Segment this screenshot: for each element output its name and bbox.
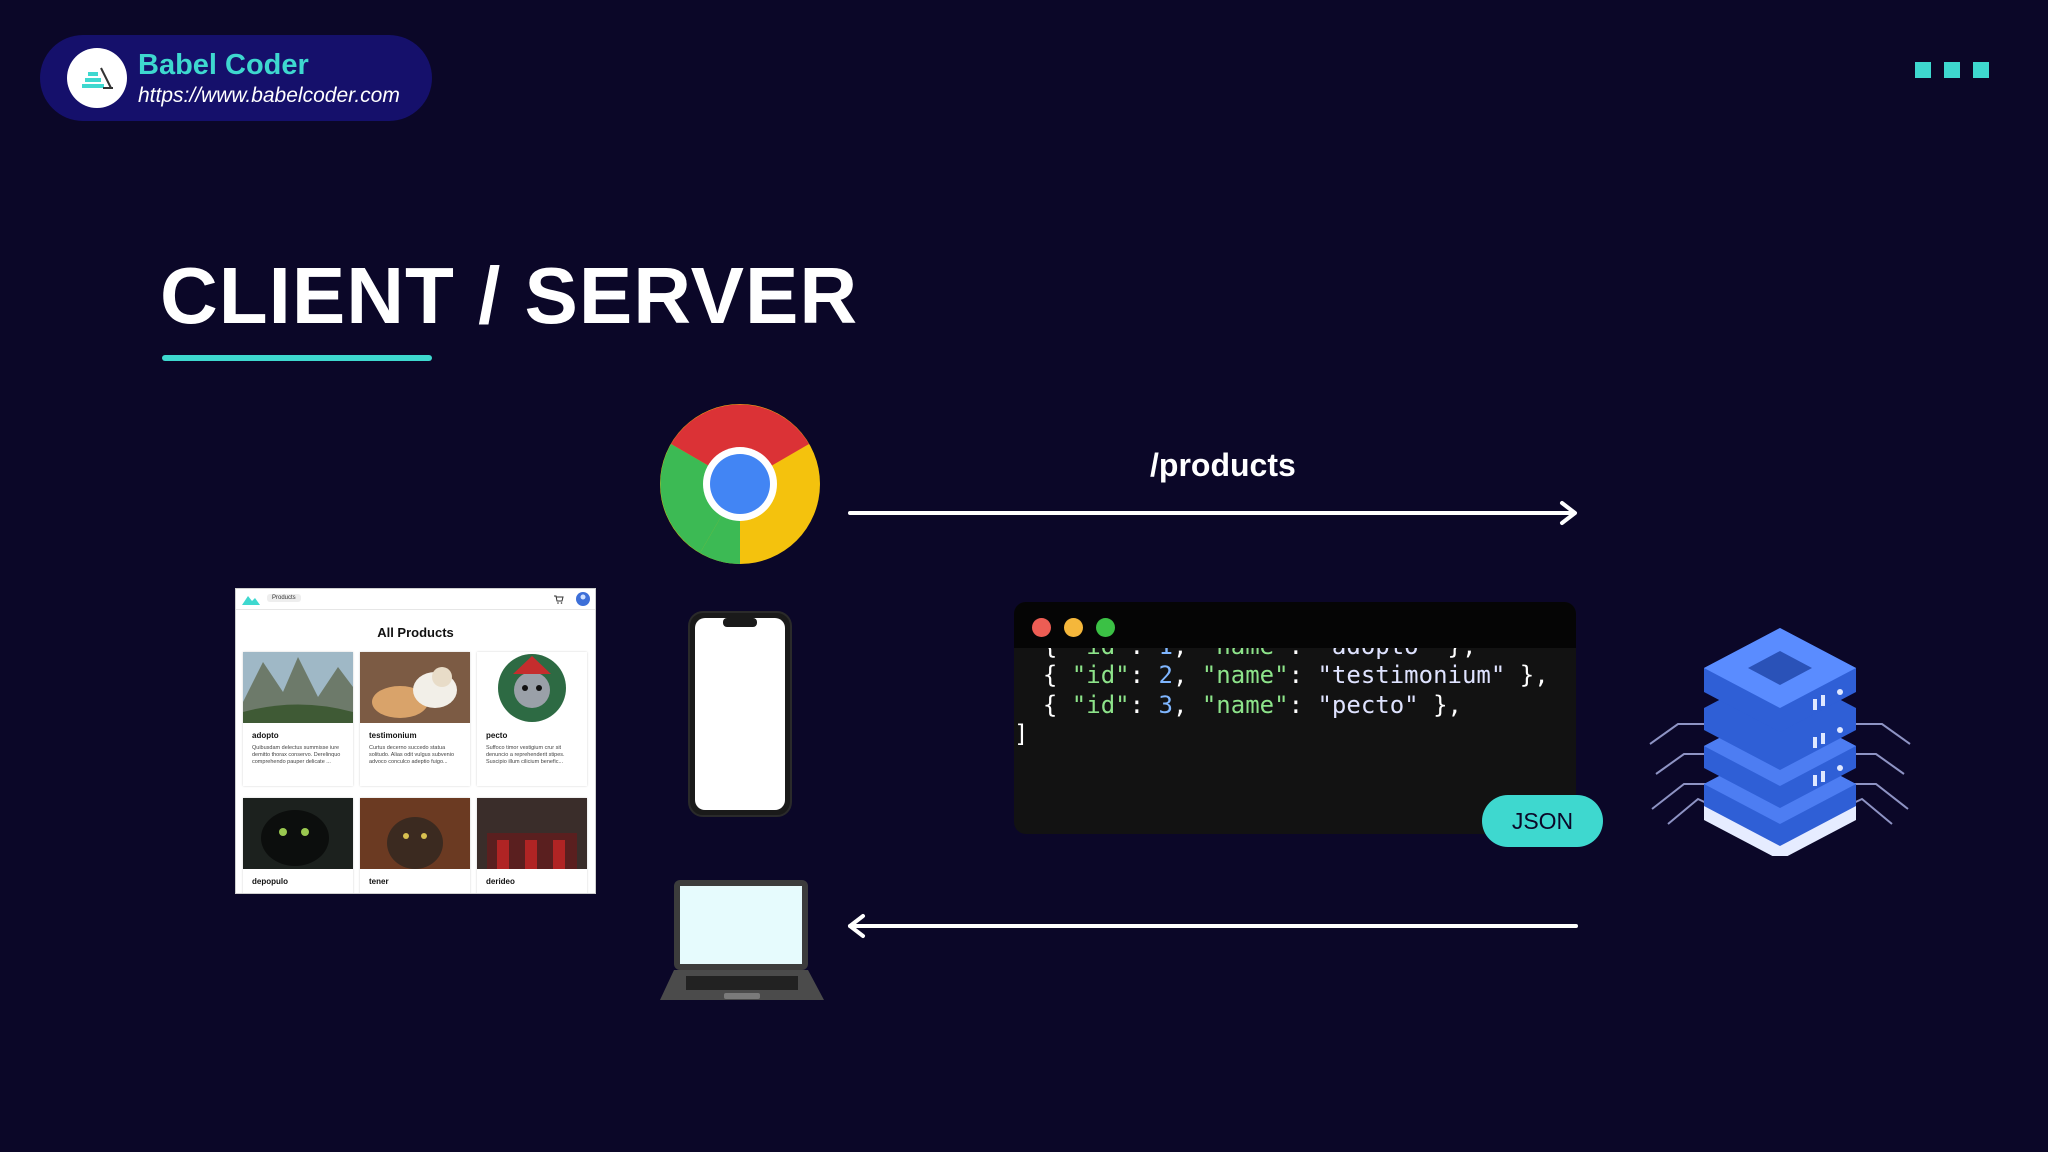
square-icon	[1915, 62, 1931, 78]
product-description: Curtus decerno succedo statua solitudo. …	[369, 745, 454, 765]
json-id: 2	[1158, 661, 1173, 689]
products-page-screenshot: Products All Products adopto Quibusdam d…	[235, 588, 596, 894]
server-database-icon	[1649, 628, 1911, 856]
product-card: adopto Quibusdam delectus summisse iure …	[243, 652, 353, 786]
product-name: depopulo	[252, 877, 288, 886]
maximize-dot-icon	[1096, 618, 1115, 637]
product-name: pecto	[486, 731, 508, 740]
title-underline	[162, 355, 432, 361]
cart-icon	[554, 595, 564, 604]
decorative-squares	[1902, 62, 1989, 83]
chrome-browser-icon	[660, 404, 820, 564]
shot-tab-products: Products	[267, 594, 301, 602]
window-titlebar	[1014, 602, 1576, 648]
babel-coder-logo-icon	[67, 48, 127, 108]
product-image	[477, 798, 587, 869]
shot-heading: All Products	[377, 625, 454, 640]
product-card: testimonium Curtus decerno succedo statu…	[360, 652, 470, 786]
shot-logo-icon	[242, 596, 260, 605]
product-image	[360, 798, 470, 869]
json-name: "pecto"	[1317, 690, 1419, 719]
smartphone-icon	[688, 611, 792, 817]
product-name: tener	[369, 877, 389, 886]
square-icon	[1944, 62, 1960, 78]
request-route-label: /products	[1150, 447, 1296, 483]
shot-navbar: Products	[236, 589, 595, 610]
product-image	[477, 652, 587, 723]
product-name: testimonium	[369, 731, 417, 740]
response-arrow-icon	[848, 914, 1578, 938]
laptop-icon	[660, 880, 824, 1000]
json-badge: JSON	[1482, 795, 1603, 847]
product-image	[243, 798, 353, 869]
request-arrow-icon	[848, 501, 1577, 525]
page-title: CLIENT / SERVER	[160, 251, 859, 340]
brand-name: Babel Coder	[138, 49, 309, 81]
product-description: Quibusdam delectus summisse iure demitto…	[252, 745, 341, 765]
brand-url: https://www.babelcoder.com	[138, 84, 400, 107]
product-name: adopto	[252, 731, 279, 740]
json-name: "testimonium"	[1317, 661, 1506, 689]
json-id: 3	[1158, 690, 1173, 719]
product-image	[243, 652, 353, 723]
close-dot-icon	[1032, 618, 1051, 637]
product-name: derideo	[486, 877, 515, 886]
product-description: Suffoco timor vestigium crur sit denunci…	[486, 745, 565, 765]
product-card: pecto Suffoco timor vestigium crur sit d…	[477, 652, 587, 786]
json-response-window: [ { "id": 1, "name": "adopto" }, { "id":…	[1014, 602, 1576, 834]
product-card: tener	[360, 798, 470, 893]
square-icon	[1973, 62, 1989, 78]
product-card: derideo	[477, 798, 587, 893]
minimize-dot-icon	[1064, 618, 1083, 637]
avatar-icon	[576, 592, 590, 606]
brand-badge: Babel Coder https://www.babelcoder.com	[40, 35, 432, 121]
product-image	[360, 652, 470, 723]
product-card: depopulo	[243, 798, 353, 893]
